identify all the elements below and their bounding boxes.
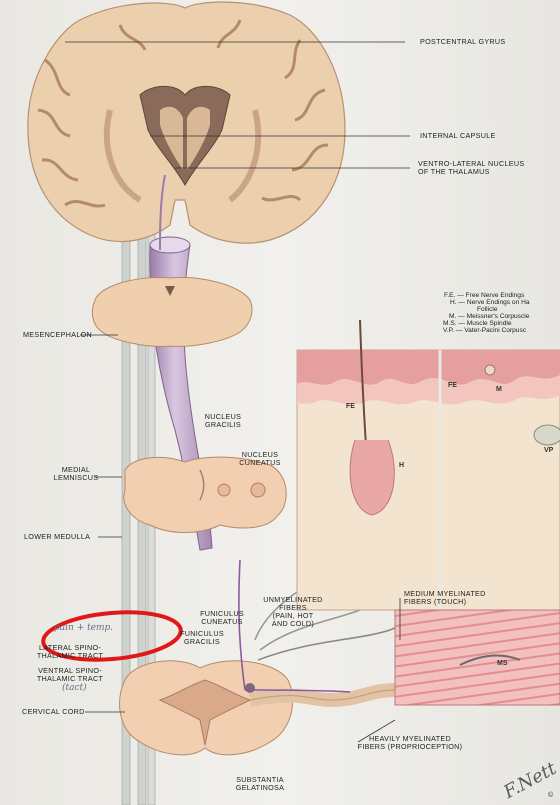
skin-tissue-block (297, 320, 560, 610)
label-internal-capsule: INTERNAL CAPSULE (420, 132, 496, 140)
tissue-letter-vp: VP (544, 447, 553, 454)
label-nucleus-gracilis-2: GRACILIS (195, 421, 251, 429)
handwritten-pain-temp: pain + temp. (54, 623, 113, 633)
label-lower-medulla: LOWER MEDULLA (24, 533, 90, 541)
lower-medulla-slice (124, 457, 286, 532)
tissue-letter-fe-left: FE (346, 403, 355, 410)
muscle-block (395, 610, 560, 705)
label-medium-myelinated-2: FIBERS (TOUCH) (404, 598, 466, 606)
mesencephalon-slice (92, 277, 252, 346)
copyright-mark: © (548, 792, 553, 799)
cervical-cord-slice (120, 661, 293, 755)
label-mesencephalon: MESENCEPHALON (23, 331, 92, 339)
label-ventrolateral-2: OF THE THALAMUS (418, 168, 490, 176)
label-unmyelinated-4: AND COLD) (258, 620, 328, 628)
brain-section (28, 2, 345, 243)
label-substantia-2: GELATINOSA (230, 784, 290, 792)
label-funiculus-cuneatus-2: CUNEATUS (192, 618, 252, 626)
label-heavily-myelinated-2: FIBERS (PROPRIOCEPTION) (350, 743, 470, 751)
label-medial-lemniscus-2: LEMNISCUS (48, 474, 104, 482)
tissue-letter-ms: MS (497, 660, 508, 667)
label-funiculus-gracilis-2: GRACILIS (172, 638, 232, 646)
legend-item-vp: V.P. — Vater-Pacini Corpusc (443, 327, 526, 335)
tissue-letter-h: H (399, 462, 404, 469)
tissue-letter-m: M (496, 386, 502, 393)
label-cervical-cord: CERVICAL CORD (22, 708, 85, 716)
label-ventral-spinothalamic-2: THALAMIC TRACT (30, 675, 110, 683)
label-nucleus-cuneatus-2: CUNEATUS (232, 459, 288, 467)
label-postcentral-gyrus: POSTCENTRAL GYRUS (420, 38, 506, 46)
handwritten-tact: (tact) (62, 683, 87, 693)
tissue-letter-fe-right: FE (448, 382, 457, 389)
label-lateral-spinothalamic-2: THALAMIC TRACT (30, 652, 110, 660)
